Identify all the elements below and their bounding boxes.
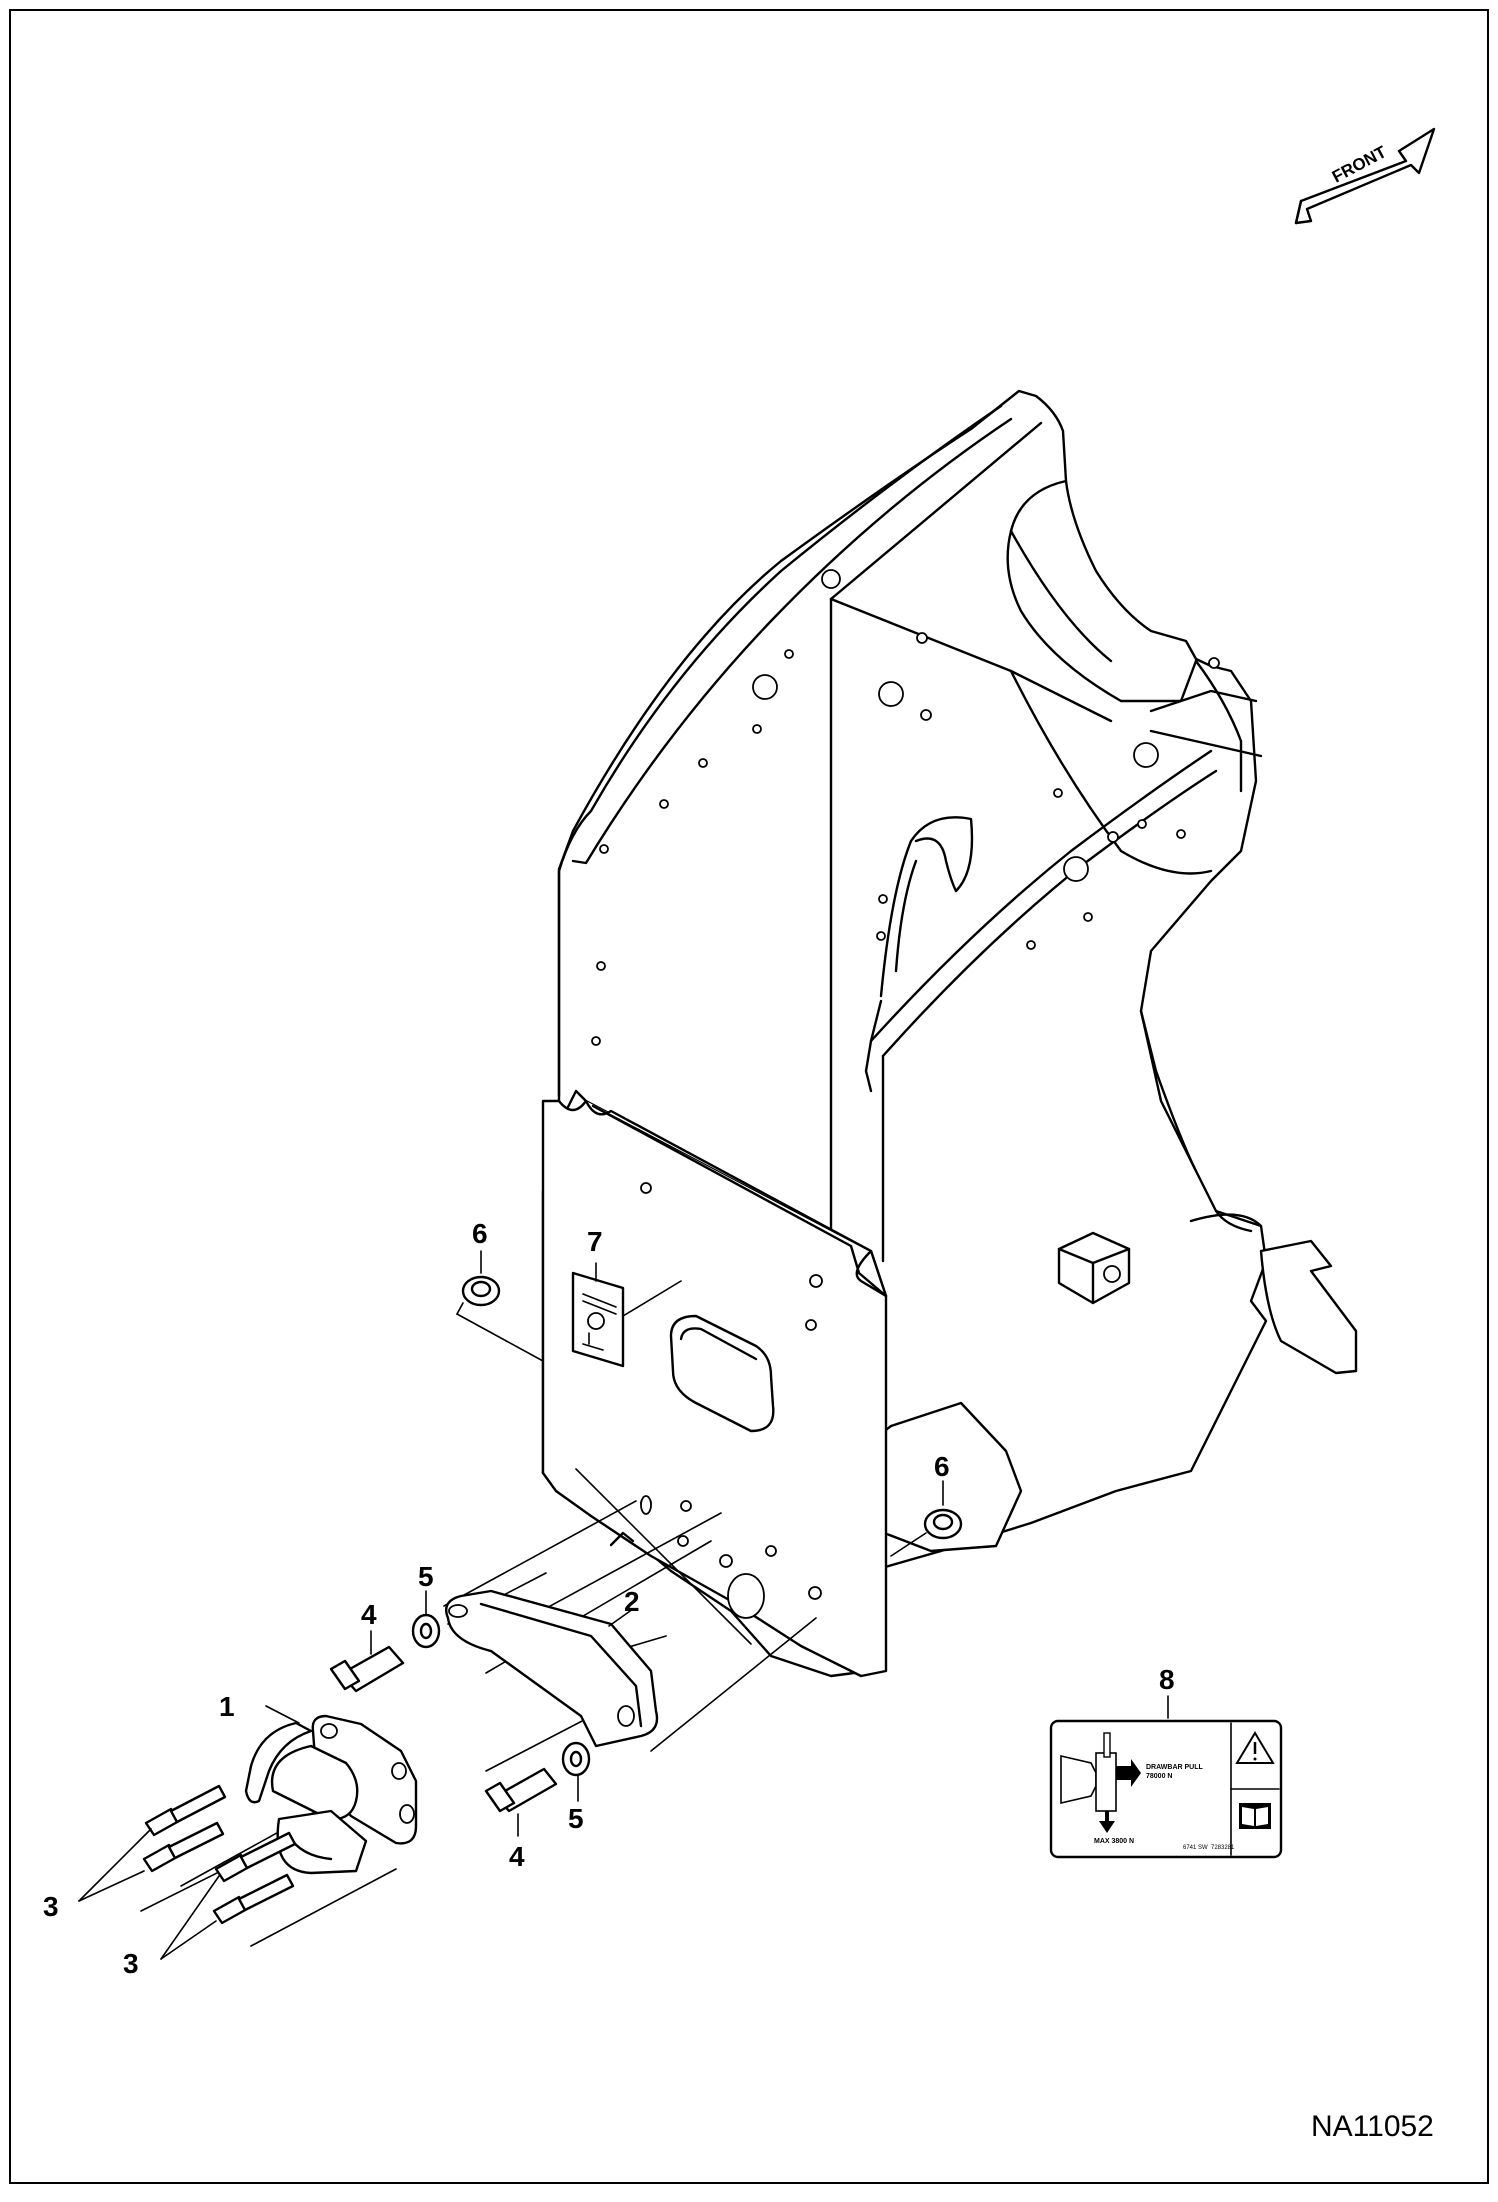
warning-triangle-icon <box>1235 1731 1275 1764</box>
callout-6a: 6 <box>472 1218 488 1249</box>
callout-4b: 4 <box>509 1841 525 1872</box>
washer-5-upper <box>411 1590 441 1649</box>
tow-plate-2 <box>444 1589 659 1748</box>
callout-2: 2 <box>624 1586 640 1617</box>
callout-5a: 5 <box>418 1561 434 1592</box>
tow-hitch-1 <box>244 1705 418 1875</box>
manual-book-icon <box>1239 1803 1271 1829</box>
callout-3a: 3 <box>43 1891 59 1922</box>
bolt-3-d <box>212 1873 295 1925</box>
tow-block <box>1057 1231 1131 1305</box>
callout-3b: 3 <box>123 1948 139 1979</box>
front-arrow-icon: FRONT <box>1294 127 1436 225</box>
washer-5-lower <box>561 1741 591 1802</box>
nut-6-right <box>890 1480 963 1557</box>
decal-7 <box>571 1271 682 1368</box>
callout-6b: 6 <box>934 1451 950 1482</box>
decal-max-label: MAX 3800 N <box>1094 1838 1134 1845</box>
decal-pull-value: 78000 N <box>1146 1773 1172 1780</box>
decal-8: DRAWBAR PULL 78000 N MAX 3800 N 6741 SW … <box>1049 1719 1283 1859</box>
callout-3-leaders <box>78 1828 220 1960</box>
bolt-3-c <box>214 1831 297 1883</box>
bolt-4-lower <box>484 1767 558 1837</box>
callout-1: 1 <box>219 1691 235 1722</box>
bolt-3-a <box>144 1784 227 1837</box>
frame-holes <box>591 569 1220 1046</box>
bolt-3-b <box>142 1821 225 1873</box>
nut-6-left <box>456 1250 544 1362</box>
callout-7: 7 <box>587 1226 603 1257</box>
diagram-page: FRONT <box>9 9 1489 2184</box>
callout-8: 8 <box>1159 1664 1175 1695</box>
drawing-code: NA11052 <box>1311 2110 1434 2143</box>
front-mount-plate <box>541 1099 888 1678</box>
callout-5b: 5 <box>568 1803 584 1834</box>
hitch-graphic-icon <box>1060 1732 1141 1833</box>
parts-diagram: FRONT <box>43 127 1436 2143</box>
callout-4a: 4 <box>361 1599 377 1630</box>
bolt-4-upper <box>329 1630 405 1693</box>
decal-part-a: 6741 SW <box>1183 1845 1208 1851</box>
decal-pull-title: DRAWBAR PULL <box>1146 1764 1203 1771</box>
decal-part-b: 7283281 <box>1211 1845 1235 1851</box>
